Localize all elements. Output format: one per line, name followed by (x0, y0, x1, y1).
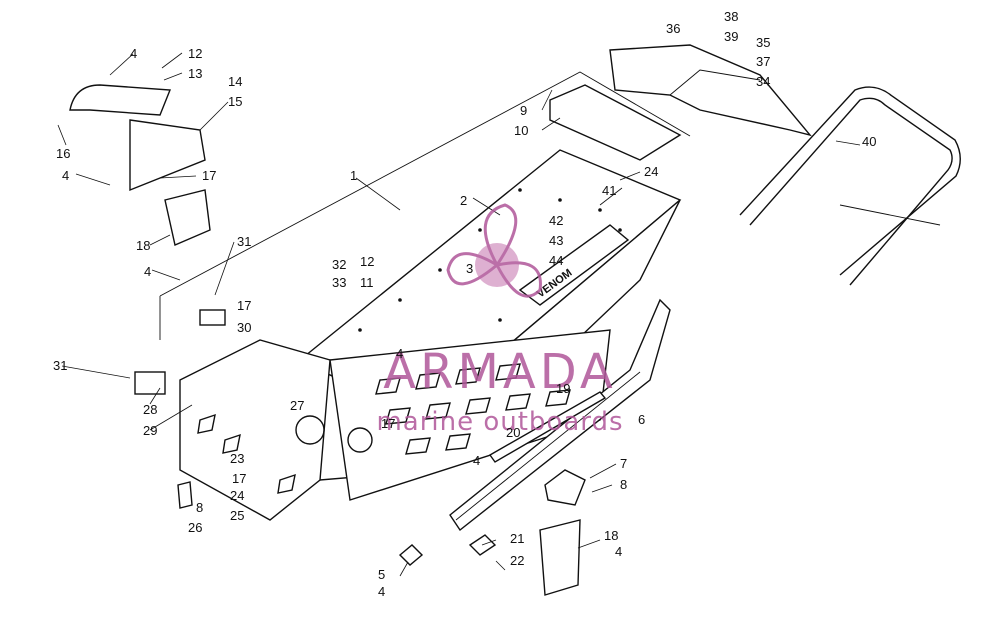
callout-33: 33 (332, 275, 346, 290)
callout-9: 9 (520, 103, 527, 118)
side-panel-left (179, 339, 373, 521)
rear-flap (609, 44, 812, 137)
callout-17c: 17 (381, 416, 395, 431)
callout-23: 23 (230, 451, 244, 466)
callout-30: 30 (237, 320, 251, 335)
callout-24a: 24 (644, 164, 658, 179)
callout-4c: 4 (144, 264, 151, 279)
callout-labels: 1 2 3 4 4 4 4 4 4 4 5 6 7 8 8 9 10 11 12… (53, 9, 876, 599)
callout-35: 35 (756, 35, 770, 50)
callout-17d: 17 (232, 471, 246, 486)
callout-4g: 4 (378, 584, 385, 599)
callout-4a: 4 (130, 46, 137, 61)
part-30 (199, 309, 226, 326)
callout-43: 43 (549, 233, 563, 248)
callout-41: 41 (602, 183, 616, 198)
callout-11: 11 (360, 275, 374, 290)
skid-plate-lower (539, 519, 581, 596)
callout-22: 22 (510, 553, 524, 568)
callout-14: 14 (228, 74, 242, 89)
callout-27: 27 (290, 398, 304, 413)
rear-plate (549, 84, 682, 161)
callout-6: 6 (638, 412, 645, 427)
callout-16: 16 (56, 146, 70, 161)
callout-19: 19 (556, 381, 570, 396)
callout-31a: 31 (237, 234, 251, 249)
leader-lines (57, 52, 861, 577)
pedal-bracket (134, 371, 166, 395)
callout-29: 29 (143, 423, 157, 438)
callout-8b: 8 (620, 477, 627, 492)
callout-15: 15 (228, 94, 242, 109)
callout-7: 7 (620, 456, 627, 471)
callout-4f: 4 (615, 544, 622, 559)
watermark-tagline: marine outboards (376, 407, 623, 437)
footrest-strip (488, 391, 607, 463)
callout-20: 20 (506, 425, 520, 440)
callout-39: 39 (724, 29, 738, 44)
callout-18a: 18 (136, 238, 150, 253)
running-board (449, 298, 671, 532)
callout-12b: 12 (360, 254, 374, 269)
front-bracket (69, 84, 206, 192)
callout-10: 10 (514, 123, 528, 138)
callout-37: 37 (756, 54, 770, 69)
callout-8a: 8 (196, 500, 203, 515)
callout-1: 1 (350, 168, 357, 183)
callout-3: 3 (466, 261, 473, 276)
part-26 (177, 481, 193, 509)
callout-42: 42 (549, 213, 563, 228)
callout-5: 5 (378, 567, 385, 582)
callout-21: 21 (510, 531, 524, 546)
callout-44: 44 (549, 253, 563, 268)
callout-17a: 17 (202, 168, 216, 183)
callout-2: 2 (460, 193, 467, 208)
callout-17b: 17 (237, 298, 251, 313)
part-5 (398, 544, 424, 566)
callout-28: 28 (143, 402, 157, 417)
callout-4e: 4 (473, 453, 480, 468)
callout-25: 25 (230, 508, 244, 523)
rear-bumper (739, 86, 961, 286)
callout-26: 26 (188, 520, 202, 535)
assembly-outline (159, 71, 691, 340)
callout-24b: 24 (230, 488, 244, 503)
callout-32: 32 (332, 257, 346, 272)
bracket-7 (544, 469, 586, 506)
callout-4d: 4 (396, 346, 403, 361)
watermark-brand: ARMADA (383, 344, 616, 400)
callout-31b: 31 (53, 358, 67, 373)
skid-plate-upper (164, 189, 211, 246)
callout-34: 34 (756, 74, 770, 89)
callout-38: 38 (724, 9, 738, 24)
callout-13: 13 (188, 66, 202, 81)
callout-36: 36 (666, 21, 680, 36)
callout-4b: 4 (62, 168, 69, 183)
callout-40: 40 (862, 134, 876, 149)
callout-12a: 12 (188, 46, 202, 61)
callout-18b: 18 (604, 528, 618, 543)
armada-logo: ARMADA marine outboards (376, 203, 623, 437)
